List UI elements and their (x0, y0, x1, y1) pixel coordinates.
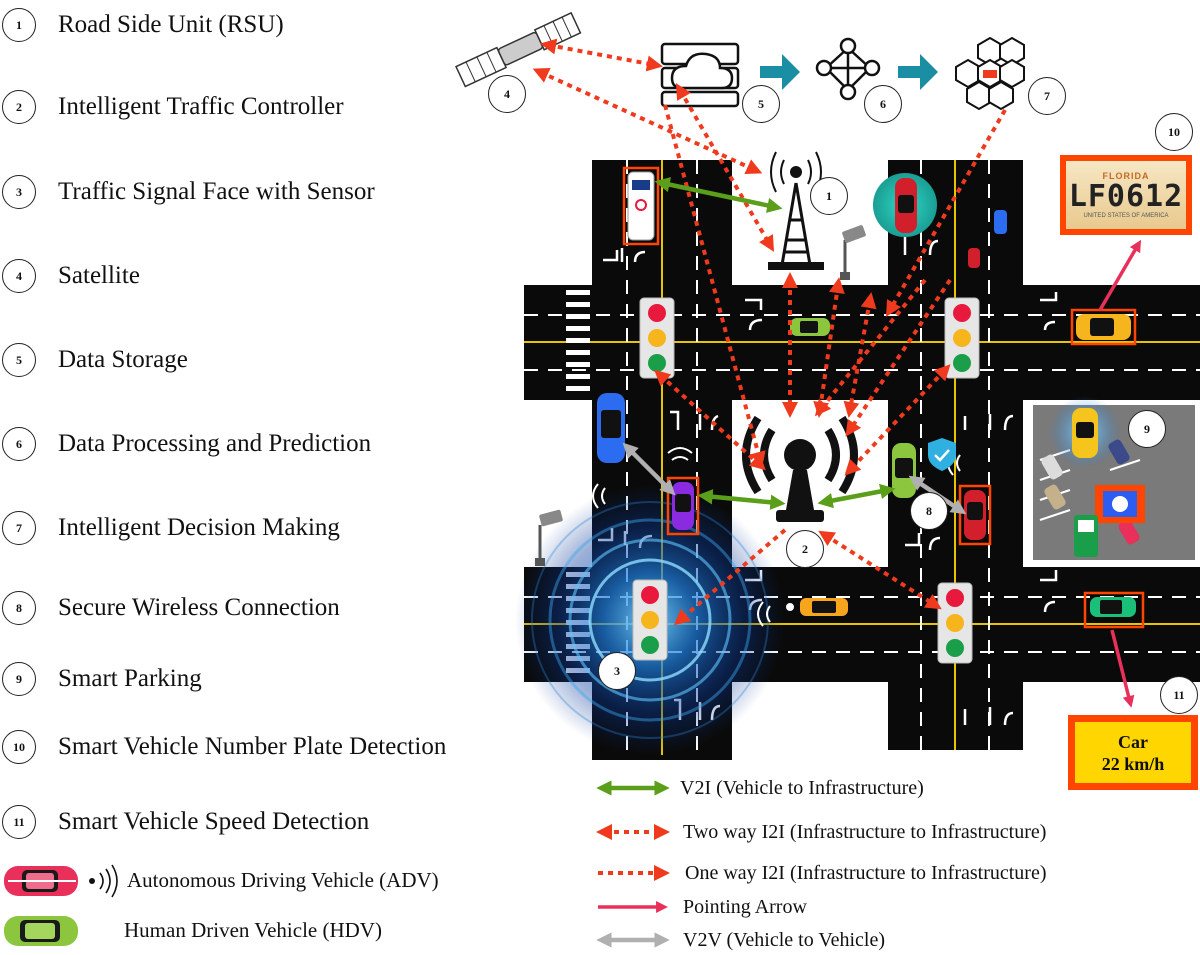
smart-parking-lot (1033, 396, 1195, 560)
data-storage-icon (660, 42, 740, 108)
legend-label: Smart Vehicle Number Plate Detection (58, 733, 447, 760)
vehicle-legend-icons (4, 864, 118, 946)
ambulance-vehicle (622, 166, 660, 246)
satellite-icon (455, 11, 582, 88)
flow-arrow-icon (760, 54, 800, 90)
legend-number: 11 (2, 805, 36, 839)
legend-label: Secure Wireless Connection (58, 594, 340, 621)
pointing-arrows (1098, 239, 1142, 708)
tag-satellite: 4 (488, 75, 526, 113)
legend-number: 4 (2, 259, 36, 293)
legend-item-rsu: 1 Road Side Unit (RSU) (2, 5, 284, 45)
neural-network-icon (815, 37, 881, 101)
hdv-car-green-right (892, 443, 916, 498)
hdv-car-yellow-plate (1070, 308, 1137, 346)
legend-number: 8 (2, 591, 36, 625)
flow-arrow-icon (898, 54, 938, 90)
hdv-car-green-speed (1083, 591, 1145, 629)
legend-label: Data Processing and Prediction (58, 430, 372, 457)
key-one-way-i2i-label: One way I2I (Infrastructure to Infrastru… (685, 861, 1047, 884)
arrow-key-glyphs (596, 780, 670, 948)
legend-label: Satellite (58, 262, 140, 289)
license-plate-display: FLORIDA LF0612 UNITED STATES OF AMERICA (1060, 155, 1192, 235)
key-v2v-label: V2V (Vehicle to Vehicle) (683, 928, 885, 951)
adv-car-purple (666, 476, 700, 536)
plate-state: FLORIDA (1102, 171, 1150, 181)
legend-label: Data Storage (58, 346, 188, 373)
legend-label: Intelligent Decision Making (58, 514, 340, 541)
adv-legend-label: Autonomous Driving Vehicle (ADV) (127, 868, 439, 892)
legend-number: 6 (2, 427, 36, 461)
legend-label: Smart Parking (58, 665, 202, 692)
key-two-way-i2i-label: Two way I2I (Infrastructure to Infrastru… (683, 820, 1047, 843)
key-one-way-i2i: One way I2I (Infrastructure to Infrastru… (685, 858, 1047, 888)
tag-speed-detection: 11 (1160, 676, 1198, 714)
legend-item-secure-connection: 8 Secure Wireless Connection (2, 588, 340, 628)
legend-number: 9 (2, 662, 36, 696)
legend-item-smart-parking: 9 Smart Parking (2, 659, 202, 699)
tag-secure-connection: 8 (910, 492, 948, 530)
decision-making-icon (955, 36, 1025, 111)
key-v2i-label: V2I (Vehicle to Infrastructure) (680, 776, 924, 799)
traffic-light-top-left (639, 297, 675, 379)
legend-number: 1 (2, 8, 36, 42)
hdv-car-blue-left (597, 393, 625, 463)
hdv-car-icon (4, 916, 78, 946)
legend-item-data-storage: 5 Data Storage (2, 340, 188, 380)
tag-signal-face: 3 (598, 652, 636, 690)
legend-number: 7 (2, 511, 36, 545)
traffic-light-top-right (944, 297, 980, 379)
legend-number: 10 (2, 730, 36, 764)
legend-item-satellite: 4 Satellite (2, 256, 140, 296)
legend-number: 5 (2, 343, 36, 377)
traffic-light-sensor (632, 579, 668, 661)
hdv-legend-label: Human Driven Vehicle (HDV) (124, 918, 382, 942)
speed-vehicle-type: Car (1118, 731, 1148, 752)
tag-data-storage: 5 (742, 85, 780, 123)
plate-number: LF0612 (1068, 179, 1184, 214)
legend-label: Intelligent Traffic Controller (58, 93, 344, 120)
key-v2i: V2I (Vehicle to Infrastructure) (680, 773, 924, 803)
i2i-links (532, 38, 1007, 626)
legend-item-data-processing: 6 Data Processing and Prediction (2, 424, 371, 464)
speed-value: 22 km/h (1101, 753, 1165, 774)
tag-data-processing: 6 (864, 85, 902, 123)
legend-item-speed-detection: 11 Smart Vehicle Speed Detection (2, 802, 369, 842)
cctv-camera-icon (535, 509, 563, 566)
tag-rsu: 1 (810, 177, 848, 215)
legend-item-signal-face: 3 Traffic Signal Face with Sensor (2, 172, 375, 212)
adv-car-red-right (958, 484, 992, 546)
legend-number: 3 (2, 175, 36, 209)
plate-country: UNITED STATES OF AMERICA (1083, 213, 1169, 219)
key-pointing: Pointing Arrow (683, 892, 807, 922)
hdv-car-blue-small (994, 210, 1007, 234)
adv-car-icon (4, 864, 118, 898)
speed-display: Car 22 km/h (1068, 715, 1198, 790)
tag-controller: 2 (786, 530, 824, 568)
legend-label: Road Side Unit (RSU) (58, 11, 284, 38)
tag-plate-detection: 10 (1155, 113, 1193, 151)
legend-label: Smart Vehicle Speed Detection (58, 808, 370, 835)
legend-item-decision-making: 7 Intelligent Decision Making (2, 508, 340, 548)
key-two-way-i2i: Two way I2I (Infrastructure to Infrastru… (683, 817, 1046, 847)
adv-car-orange-bottom (800, 598, 848, 616)
legend-item-traffic-controller: 2 Intelligent Traffic Controller (2, 87, 344, 127)
adv-car-red-top (873, 173, 937, 237)
tag-decision-making: 7 (1028, 77, 1066, 115)
legend-label: Traffic Signal Face with Sensor (58, 178, 375, 205)
v2i-links (654, 177, 896, 510)
hdv-car-red-small (968, 248, 980, 268)
legend-number: 2 (2, 90, 36, 124)
key-v2v: V2V (Vehicle to Vehicle) (683, 925, 885, 955)
legend-item-plate-detection: 10 Smart Vehicle Number Plate Detection (2, 727, 446, 767)
cctv-camera-icon (840, 225, 866, 280)
traffic-light-bottom-right (937, 582, 973, 664)
hdv-car-lime-top (790, 318, 830, 336)
key-pointing-label: Pointing Arrow (683, 895, 807, 918)
tag-smart-parking: 9 (1128, 410, 1166, 448)
